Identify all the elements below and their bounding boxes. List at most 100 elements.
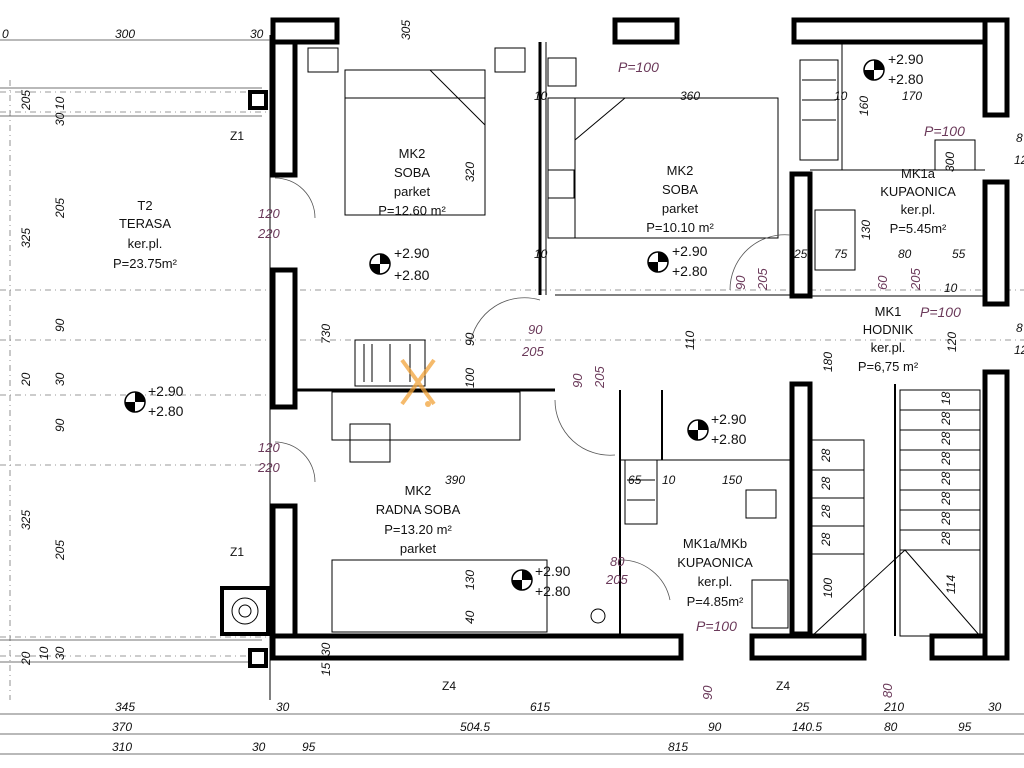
- parapet-label: P=100: [924, 123, 965, 139]
- dims-top: 0 300 30 305: [0, 20, 413, 41]
- dim-interior: 300: [943, 152, 957, 172]
- dim-top: 300: [115, 27, 135, 41]
- dim-bottom: 90: [708, 720, 722, 734]
- stair-step: 28: [819, 476, 833, 491]
- door-width: 80: [880, 683, 895, 698]
- level-marker-radna: +2.90 +2.80: [511, 563, 571, 599]
- door-height: 205: [592, 366, 607, 389]
- room-terasa-code: T2: [137, 198, 152, 213]
- watermark-logo: [400, 358, 436, 407]
- dim-edge: 8: [1016, 321, 1023, 335]
- level-lower: +2.80: [672, 263, 708, 279]
- door-height: 205: [521, 344, 544, 359]
- room-kupaonica-1: MK1a KUPAONICA ker.pl. P=5.45m²: [880, 166, 956, 236]
- dim-left: 30: [53, 372, 67, 386]
- dim-bottom: 615: [530, 700, 550, 714]
- dim-left: 90: [53, 418, 67, 432]
- dim-interior: 10: [534, 89, 548, 103]
- door-width: 90: [570, 373, 585, 388]
- room-terasa-name: TERASA: [119, 216, 171, 231]
- room-soba-2-code: MK2: [667, 163, 694, 178]
- stair-step: 28: [819, 532, 833, 547]
- parapet-label: P=100: [618, 59, 659, 75]
- dim-interior: 100: [821, 578, 835, 598]
- dim-bottom: 210: [883, 700, 904, 714]
- dim-bottom: 30: [252, 740, 266, 754]
- room-radna-soba-area: P=13.20 m²: [384, 522, 452, 537]
- dim-bottom: 25: [795, 700, 810, 714]
- dim-interior: 390: [445, 473, 465, 487]
- level-lower: +2.80: [888, 71, 924, 87]
- room-kupaonica-1-name: KUPAONICA: [880, 184, 956, 199]
- dims-right-edge: 8 12 8 12: [1014, 131, 1024, 357]
- room-kupaonica-2-floor: ker.pl.: [698, 574, 733, 589]
- door-height: 220: [257, 226, 280, 241]
- room-kupaonica-2: MK1a/MKb KUPAONICA ker.pl. P=4.85m²: [677, 536, 753, 609]
- room-terasa-area: P=23.75m²: [113, 256, 178, 271]
- level-marker-kupaonica-1: +2.90 +2.80: [863, 51, 924, 87]
- door-height: 220: [257, 460, 280, 475]
- dim-interior: 40: [463, 610, 477, 624]
- terrace-drain: [220, 586, 270, 636]
- stair-step: 28: [819, 448, 833, 463]
- door-swings: [274, 177, 791, 601]
- dim-interior: 10: [662, 473, 676, 487]
- dim-top: 0: [2, 27, 9, 41]
- room-kupaonica-1-area: P=5.45m²: [890, 221, 947, 236]
- room-radna-soba: MK2 RADNA SOBA P=13.20 m² parket: [376, 483, 461, 556]
- dim-interior: 160: [857, 96, 871, 116]
- dim-interior: 10: [834, 89, 848, 103]
- dim-interior: 120: [945, 332, 959, 352]
- window-z1: Z1: [230, 129, 244, 143]
- dim-bottom: 95: [958, 720, 972, 734]
- dim-bottom: 140.5: [792, 720, 822, 734]
- room-soba-1: MK2 SOBA parket P=12.60 m²: [378, 146, 446, 218]
- dim-left: 205: [19, 90, 33, 111]
- room-soba-2-name: SOBA: [662, 182, 698, 197]
- dim-interior: 10: [944, 281, 958, 295]
- level-marker-hodnik: +2.90 +2.80: [687, 411, 747, 447]
- terrace-column-top: [248, 90, 268, 110]
- dim-left: 20: [19, 651, 33, 666]
- terrace-column-bottom: [248, 648, 268, 668]
- terrace-outline: [0, 35, 271, 700]
- level-upper: +2.90: [672, 243, 708, 259]
- dim-interior: 730: [319, 324, 333, 344]
- room-soba-1-name: SOBA: [394, 165, 430, 180]
- dim-left: 20: [19, 372, 33, 387]
- parapet-label: P=100: [920, 304, 961, 320]
- dim-left: 30: [53, 112, 67, 126]
- staircase: [811, 389, 981, 637]
- stair-step: 28: [939, 511, 953, 526]
- dim-bottom: 504.5: [460, 720, 490, 734]
- level-upper: +2.90: [148, 383, 184, 399]
- dim-interior: 130: [859, 220, 873, 240]
- room-kupaonica-1-floor: ker.pl.: [901, 202, 936, 217]
- level-lower: +2.80: [535, 583, 571, 599]
- stair-labels: 28 28 28 28 18 28 28 28 28 28 28 28: [819, 391, 953, 547]
- door-height: 205: [605, 572, 628, 587]
- dim-interior: 180: [821, 352, 835, 372]
- room-kupaonica-2-name: KUPAONICA: [677, 555, 753, 570]
- dim-left: 205: [53, 540, 67, 561]
- level-lower: +2.80: [394, 267, 430, 283]
- room-terasa: T2 TERASA ker.pl. P=23.75m²: [113, 198, 178, 271]
- window-z1: Z1: [230, 545, 244, 559]
- dim-interior: 360: [680, 89, 700, 103]
- room-soba-1-area: P=12.60 m²: [378, 203, 446, 218]
- dim-bottom: 310: [112, 740, 132, 754]
- level-marker-terasa: +2.90 +2.80: [124, 383, 184, 419]
- level-upper: +2.90: [888, 51, 924, 67]
- window-z4: Z4: [776, 679, 790, 693]
- level-upper: +2.90: [535, 563, 571, 579]
- dims-bottom: 345 615 30 25 210 30 370 504.5 90 140.5 …: [0, 700, 1024, 755]
- dim-bottom: 370: [112, 720, 132, 734]
- dim-interior: 170: [902, 89, 922, 103]
- room-soba-1-code: MK2: [399, 146, 426, 161]
- dim-left: 205: [53, 198, 67, 219]
- stair-step: 28: [939, 411, 953, 426]
- door-width: 90: [733, 275, 748, 290]
- dim-interior: 15: [319, 662, 333, 676]
- dim-interior: 65: [628, 473, 642, 487]
